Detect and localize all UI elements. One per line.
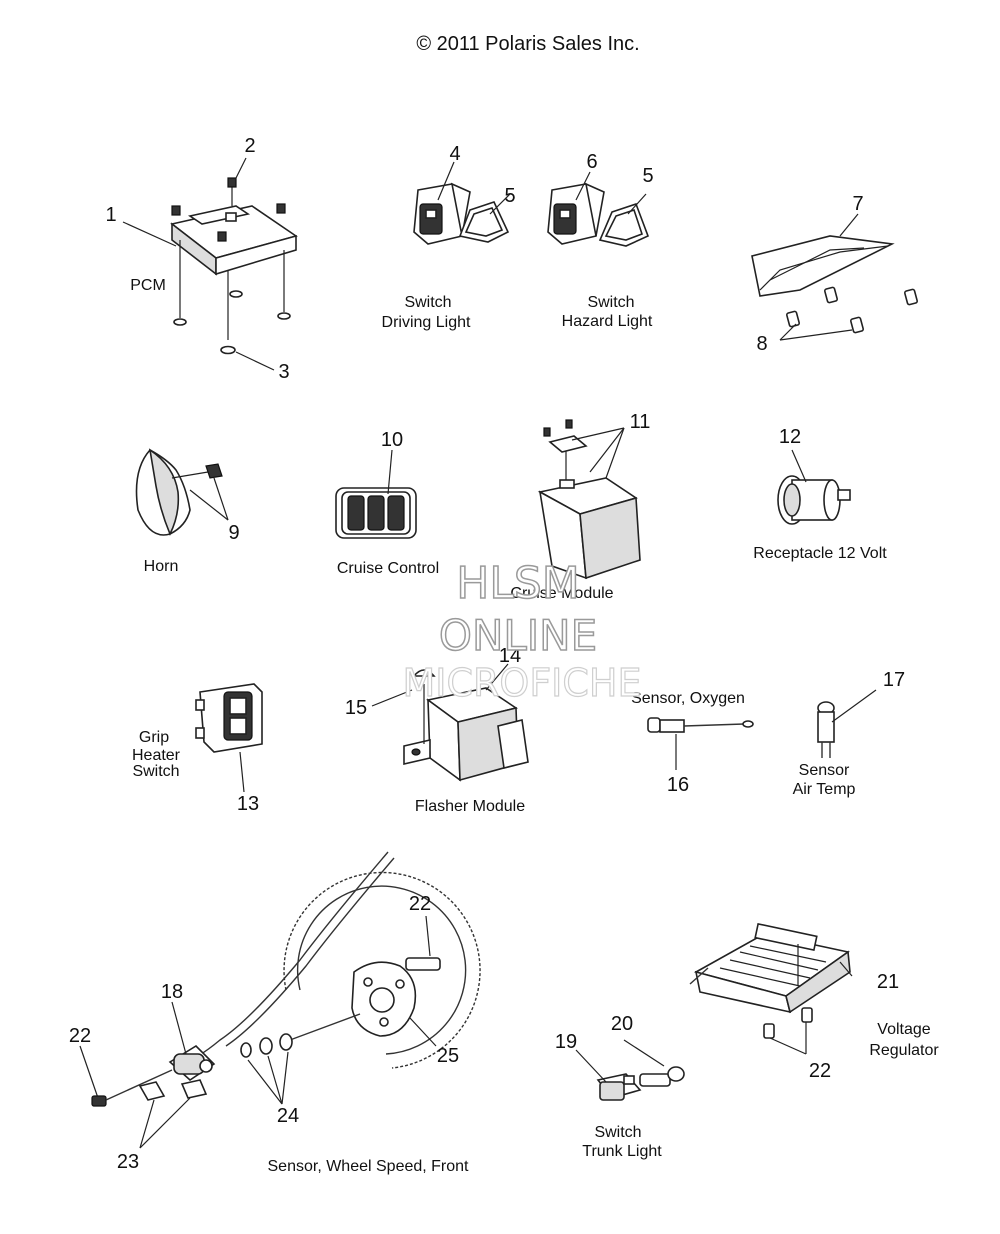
label-grip-line2: Heater	[132, 747, 181, 764]
label-wheel-speed: Sensor, Wheel Speed, Front	[268, 1158, 470, 1175]
label-voltage-line1: Voltage	[877, 1021, 930, 1038]
callout-10: 10	[381, 429, 403, 451]
label-air-temp-line1: Sensor	[799, 762, 850, 779]
watermark-line2: ONLINE	[439, 611, 597, 660]
watermark-line1: HLSM	[456, 558, 580, 609]
callout-2: 2	[244, 135, 255, 157]
watermark-line3: MICROFICHE	[402, 661, 641, 705]
label-switch-driving-line2: Driving Light	[382, 314, 471, 331]
callout-5a: 5	[504, 185, 515, 207]
callout-3: 3	[278, 361, 289, 383]
callout-6: 6	[586, 151, 597, 173]
callout-24: 24	[277, 1105, 299, 1127]
callout-22c: 22	[809, 1060, 831, 1082]
air-temp-sensor-part	[817, 689, 877, 758]
label-flasher: Flasher Module	[415, 798, 525, 815]
flasher-module-part	[371, 663, 529, 782]
label-cruise-module: Cruise Module	[510, 585, 613, 602]
callout-12: 12	[779, 426, 801, 448]
callout-14: 14	[499, 645, 521, 667]
bracket-part	[751, 213, 918, 341]
copyright-text: © 2011 Polaris Sales Inc.	[416, 33, 639, 55]
label-switch-hazard-line2: Hazard Light	[562, 313, 653, 330]
label-horn: Horn	[144, 558, 179, 575]
pcm-part	[122, 157, 298, 371]
callout-25: 25	[437, 1045, 459, 1067]
cruise-control-part	[335, 449, 417, 539]
callout-15: 15	[345, 697, 367, 719]
callout-8: 8	[756, 333, 767, 355]
label-air-temp-line2: Air Temp	[793, 781, 856, 798]
trunk-light-switch-part	[575, 1039, 685, 1101]
oxygen-sensor-part	[647, 717, 754, 770]
grip-heater-switch-part	[195, 683, 263, 793]
label-pcm: PCM	[130, 277, 166, 294]
receptacle-12v-part	[777, 449, 851, 525]
callout-23: 23	[117, 1151, 139, 1173]
label-voltage-line2: Regulator	[869, 1042, 939, 1059]
callout-16: 16	[667, 774, 689, 796]
callout-7: 7	[852, 193, 863, 215]
horn-part	[135, 448, 229, 536]
callout-9: 9	[228, 522, 239, 544]
callout-20: 20	[611, 1013, 633, 1035]
callout-22b: 22	[409, 893, 431, 915]
switch-driving-light-part	[413, 161, 511, 245]
callout-17: 17	[883, 669, 905, 691]
cruise-module-part	[537, 419, 641, 580]
callout-21: 21	[877, 971, 899, 993]
watermark: HLSM ONLINE MICROFICHE	[402, 557, 642, 705]
label-grip-line1: Grip	[139, 729, 169, 746]
label-switch-hazard-line1: Switch	[587, 294, 634, 311]
label-grip-line3: Switch	[132, 763, 179, 780]
label-switch-driving-line1: Switch	[404, 294, 451, 311]
callout-5b: 5	[642, 165, 653, 187]
switch-hazard-light-part	[547, 171, 650, 247]
label-cruise-control: Cruise Control	[337, 560, 439, 577]
callout-18: 18	[161, 981, 183, 1003]
label-trunk-line2: Trunk Light	[582, 1143, 662, 1160]
callout-22a: 22	[69, 1025, 91, 1047]
callout-19: 19	[555, 1031, 577, 1053]
label-receptacle: Receptacle 12 Volt	[753, 545, 887, 562]
label-sensor-oxygen: Sensor, Oxygen	[631, 690, 745, 707]
callout-11: 11	[630, 411, 651, 433]
voltage-regulator-part	[689, 922, 853, 1055]
callout-13: 13	[237, 793, 259, 815]
callout-1: 1	[105, 204, 116, 226]
label-trunk-line1: Switch	[594, 1124, 641, 1141]
callout-4: 4	[449, 143, 460, 165]
wheel-speed-sensor-part	[79, 851, 481, 1149]
